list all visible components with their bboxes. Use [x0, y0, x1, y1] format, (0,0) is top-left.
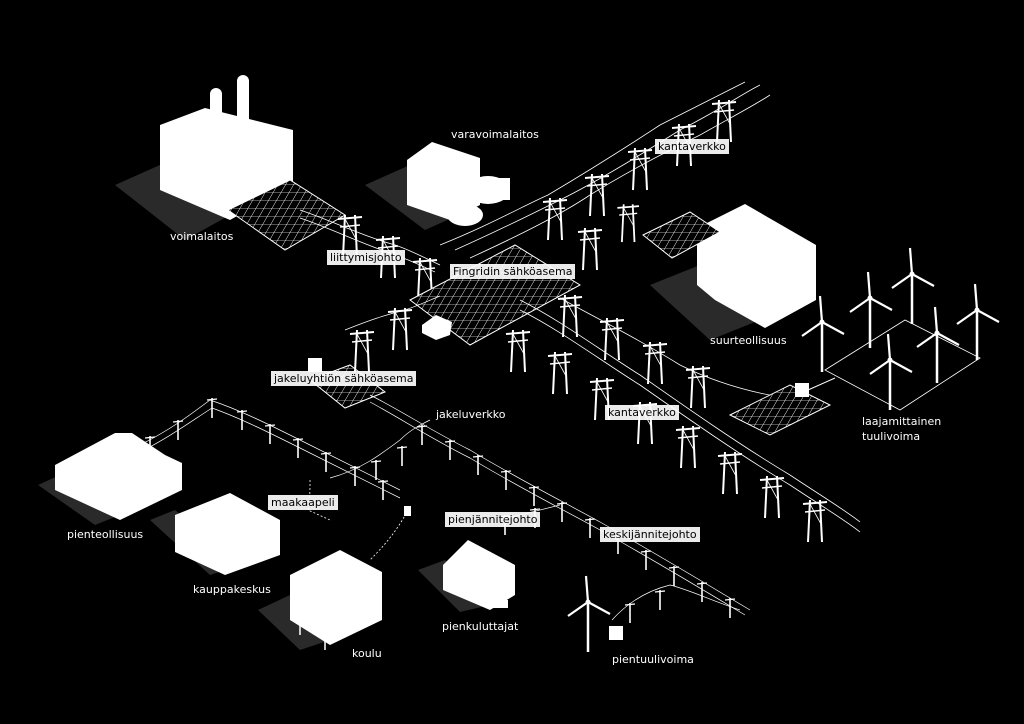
main-grid-wires-bottom — [519, 297, 861, 533]
ground-cable — [307, 479, 409, 561]
connection-line-tag: liittymisjohto — [327, 250, 405, 265]
ground-cable-tag: maakaapeli — [268, 495, 338, 510]
school-building — [290, 550, 382, 650]
wind-large-label-2: tuulivoima — [862, 430, 921, 443]
cable-junction-box — [404, 506, 411, 516]
distribution-grid-label: jakeluverkko — [436, 408, 506, 421]
power-plant-label: voimalaitos — [170, 230, 234, 243]
wind-large-label-1: laajamittainen — [862, 415, 942, 428]
small-consumer-house — [443, 540, 515, 610]
distribution-substation-tag: jakeluyhtiön sähköasema — [271, 371, 417, 386]
power-plant — [160, 75, 346, 251]
low-voltage-line-tag: pienjännitejohto — [445, 512, 541, 527]
reserve-plant-label: varavoimalaitos — [451, 128, 539, 141]
reserve-power-plant — [407, 142, 510, 226]
large-industry-building — [642, 204, 816, 328]
small-wind-box — [609, 626, 623, 640]
small-industry-building — [55, 433, 182, 520]
main-grid-bottom-tag: kantaverkko — [605, 405, 679, 420]
school-label: koulu — [352, 647, 382, 660]
small-industry-label: pienteollisuus — [67, 528, 144, 541]
large-industry-label: suurteollisuus — [710, 334, 787, 347]
mall-label: kauppakeskus — [193, 583, 271, 596]
small-wind-poles — [624, 589, 666, 624]
large-wind-farm — [807, 319, 981, 411]
fingrid-substation-tag: Fingridin sähköasema — [450, 264, 576, 279]
wind-farm-substation — [728, 383, 832, 436]
main-grid-top-tag: kantaverkko — [655, 139, 729, 154]
small-wind-label: pientuulivoima — [612, 653, 694, 666]
small-consumers-label: pienkuluttajat — [442, 620, 519, 633]
medium-voltage-line-tag: keskijännitejohto — [600, 527, 700, 542]
mall-building — [175, 493, 280, 575]
